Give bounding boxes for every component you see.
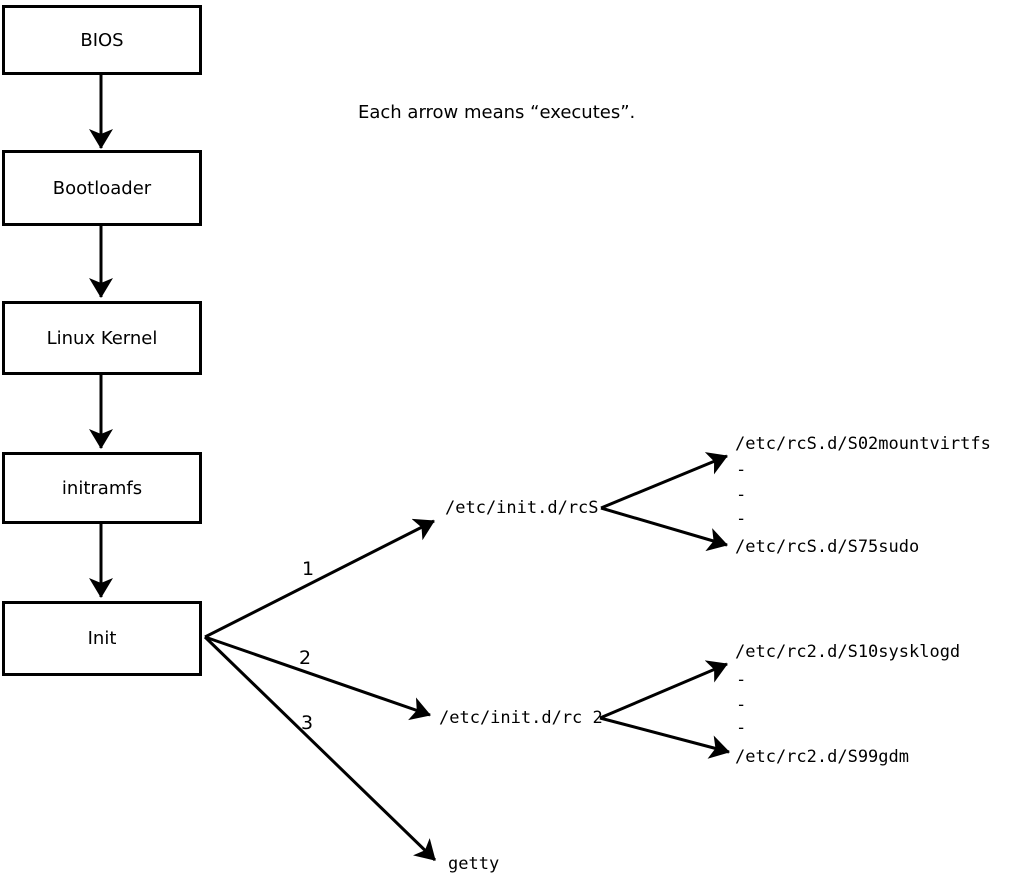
label-rcs-child-last: /etc/rcS.d/S75sudo bbox=[735, 537, 920, 557]
arrow-rcs-to-s75 bbox=[600, 506, 728, 552]
node-initramfs-label: initramfs bbox=[61, 477, 143, 499]
arrow-rc2-to-s10 bbox=[599, 660, 728, 720]
node-initramfs: initramfs bbox=[2, 452, 202, 524]
node-bootloader: Bootloader bbox=[2, 150, 202, 226]
label-rcs-script: /etc/init.d/rcS bbox=[445, 498, 599, 518]
ellipsis-dash: - bbox=[736, 670, 747, 690]
arrow-init-to-rcs bbox=[204, 518, 435, 639]
ellipsis-dash: - bbox=[736, 485, 747, 505]
label-getty: getty bbox=[448, 854, 500, 874]
ellipsis-dash: - bbox=[736, 460, 747, 480]
arrow-init-to-getty bbox=[203, 635, 437, 862]
node-linux-kernel: Linux Kernel bbox=[2, 301, 202, 375]
node-bios: BIOS bbox=[2, 5, 202, 75]
label-rc2-child-first: /etc/rc2.d/S10sysklogd bbox=[735, 642, 961, 662]
arrow-number-2: 2 bbox=[299, 647, 312, 669]
arrow-rc2-to-s99 bbox=[599, 716, 730, 759]
node-init-label: Init bbox=[87, 628, 117, 649]
arrow-rcs-to-s02 bbox=[600, 452, 728, 510]
label-rc2-child-last: /etc/rc2.d/S99gdm bbox=[735, 747, 909, 767]
ellipsis-dash: - bbox=[736, 509, 747, 529]
arrow-number-1: 1 bbox=[302, 558, 315, 580]
ellipsis-dash: - bbox=[736, 718, 747, 738]
caption: Each arrow means “executes”. bbox=[358, 102, 636, 123]
node-linux-kernel-label: Linux Kernel bbox=[46, 327, 158, 349]
node-bios-label: BIOS bbox=[80, 29, 124, 51]
ellipsis-dash: - bbox=[736, 695, 747, 715]
label-rcs-child-first: /etc/rcS.d/S02mountvirtfs bbox=[735, 434, 991, 454]
arrow-number-3: 3 bbox=[301, 712, 314, 734]
node-init: Init bbox=[2, 601, 202, 676]
node-bootloader-label: Bootloader bbox=[52, 177, 152, 199]
label-rc2-script: /etc/init.d/rc 2 bbox=[439, 708, 603, 728]
arrow-init-to-rc2 bbox=[204, 635, 431, 721]
